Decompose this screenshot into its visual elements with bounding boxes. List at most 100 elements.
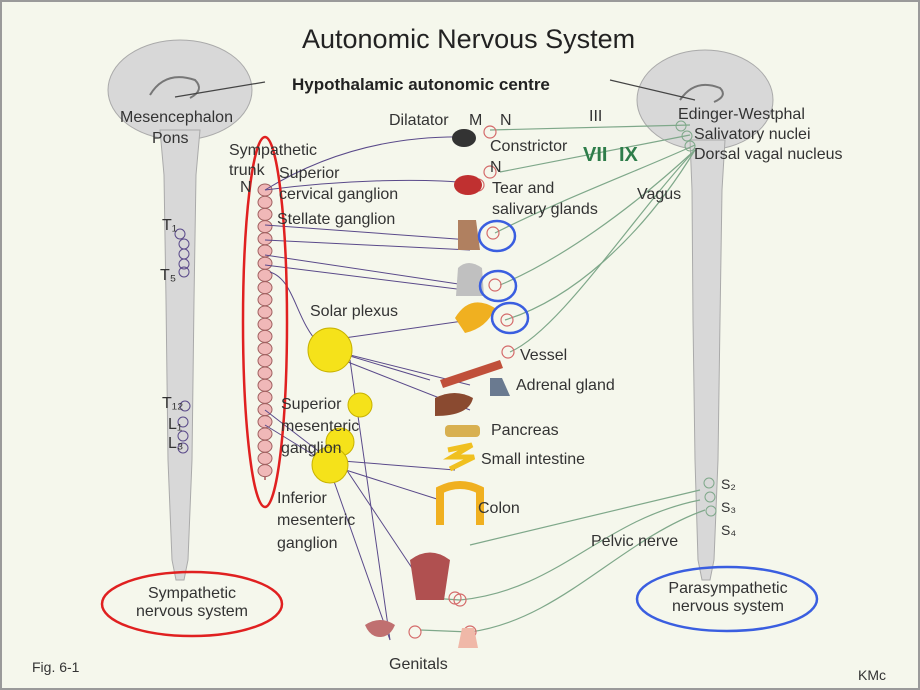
sympathetic-chain (257, 183, 273, 480)
chain-ganglion (257, 305, 273, 319)
terminal-ganglia (408, 125, 515, 639)
pancreas-icon (445, 425, 480, 437)
label-parasympathetic-system: Parasympathetic nervous system (652, 581, 804, 615)
label-sup-mes-3: ganglion (281, 440, 342, 457)
chain-ganglion (257, 378, 273, 392)
label-mesencephalon: Mesencephalon (120, 109, 233, 126)
segment-loops-left (174, 228, 191, 454)
label-pelvic-nerve: Pelvic nerve (591, 533, 679, 550)
label-s4: S₄ (721, 522, 737, 538)
label-sup-mes-1: Superior (281, 396, 342, 413)
label-genitals: Genitals (389, 656, 448, 673)
highlights (100, 135, 819, 638)
author-initials: KMc (858, 667, 886, 683)
eye-icon (452, 129, 476, 147)
label-s3: S₃ (721, 499, 737, 515)
label-pancreas: Pancreas (491, 422, 559, 439)
highlight-heart-ganglion (477, 219, 517, 253)
adrenal-icon (490, 378, 510, 396)
chain-ganglion (257, 207, 273, 221)
bladder-icon (410, 552, 450, 600)
label-m: M (469, 112, 483, 129)
chain-ganglion (257, 195, 273, 209)
heart-icon (458, 220, 480, 250)
label-symp-trunk-1: Sympathetic (229, 142, 318, 159)
chain-ganglion (257, 439, 273, 453)
label-sympathetic-system: Sympathetic nervous system (130, 586, 254, 620)
label-t12: T₁₂ (162, 395, 184, 412)
chain-ganglion (257, 427, 273, 441)
gland-icon (454, 175, 482, 195)
pointer-right (609, 79, 696, 101)
chain-ganglion (257, 232, 273, 246)
highlight-sympathetic (100, 570, 284, 638)
label-small-intestine: Small intestine (481, 451, 586, 468)
chain-ganglion (257, 293, 273, 307)
highlight-lung-ganglion (478, 269, 518, 303)
highlight-chain (241, 135, 289, 509)
label-dilatator: Dilatator (389, 112, 449, 129)
lung-icon (456, 263, 484, 296)
chain-ganglion (257, 464, 273, 478)
chain-ganglion (257, 268, 273, 282)
chain-ganglion (257, 390, 273, 404)
chain-ganglion (257, 281, 273, 295)
highlight-stomach-ganglion (490, 301, 530, 335)
label-inf-mes-1: Inferior (277, 490, 327, 507)
label-vagus: Vagus (637, 186, 682, 203)
chain-ganglion (257, 366, 273, 380)
parasympathetic-nerves (419, 124, 706, 633)
label-dorsal-vagal: Dorsal vagal nucleus (694, 146, 843, 163)
prevertebral-ganglia (307, 327, 373, 484)
label-ix: IX (619, 144, 638, 166)
label-vii: VII (583, 144, 608, 166)
label-s2: S₂ (721, 476, 736, 492)
label-inf-mes-3: ganglion (277, 535, 338, 552)
label-colon: Colon (478, 500, 520, 517)
chain-ganglion (257, 354, 273, 368)
label-salivatory: Salivatory nuclei (694, 126, 811, 143)
segment-loops-right (675, 120, 717, 517)
label-symp-trunk-2: trunk (229, 162, 265, 179)
label-t5: T₅ (160, 267, 177, 284)
chain-ganglion (257, 220, 273, 234)
label-solar-plexus: Solar plexus (310, 303, 399, 320)
vessel-icon (440, 360, 503, 388)
figure-number: Fig. 6-1 (32, 659, 80, 675)
chain-ganglion (257, 317, 273, 331)
label-parasympathetic-1: Parasympathetic (668, 580, 788, 597)
label-pons: Pons (152, 130, 189, 147)
label-iii: III (589, 108, 603, 125)
label-parasympathetic-2: nervous system (671, 598, 785, 615)
label-l1: L₁ (168, 416, 183, 433)
label-l3: L₃ (168, 435, 184, 452)
label-tear-2: salivary glands (492, 201, 598, 218)
highlight-parasympathetic (635, 565, 819, 633)
chain-ganglion (257, 329, 273, 343)
label-sympathetic-1: Sympathetic (147, 585, 237, 602)
label-edinger: Edinger-Westphal (678, 106, 805, 123)
subtitle: Hypothalamic autonomic centre (292, 75, 550, 94)
chain-ganglion (257, 256, 273, 270)
label-n-mid: N (490, 159, 502, 176)
label-sup-mes-2: mesenteric (281, 418, 360, 435)
liver-icon (435, 393, 473, 416)
label-superior-cervical-1: Superior (279, 165, 340, 182)
chain-ganglion (257, 451, 273, 465)
chain-ganglion (257, 342, 273, 356)
label-n-top: N (500, 112, 512, 129)
colon-icon (436, 481, 484, 525)
intestine-icon (442, 442, 476, 472)
label-adrenal: Adrenal gland (516, 377, 615, 394)
chain-ganglion (257, 415, 273, 429)
uterus-icon (365, 620, 395, 637)
label-inf-mes-2: mesenteric (277, 512, 356, 529)
label-n-left: N (240, 179, 252, 196)
label-superior-cervical-2: cervical ganglion (279, 186, 399, 203)
organ-shapes (365, 129, 510, 648)
genital-m-icon (458, 628, 478, 648)
label-sympathetic-2: nervous system (135, 603, 249, 620)
